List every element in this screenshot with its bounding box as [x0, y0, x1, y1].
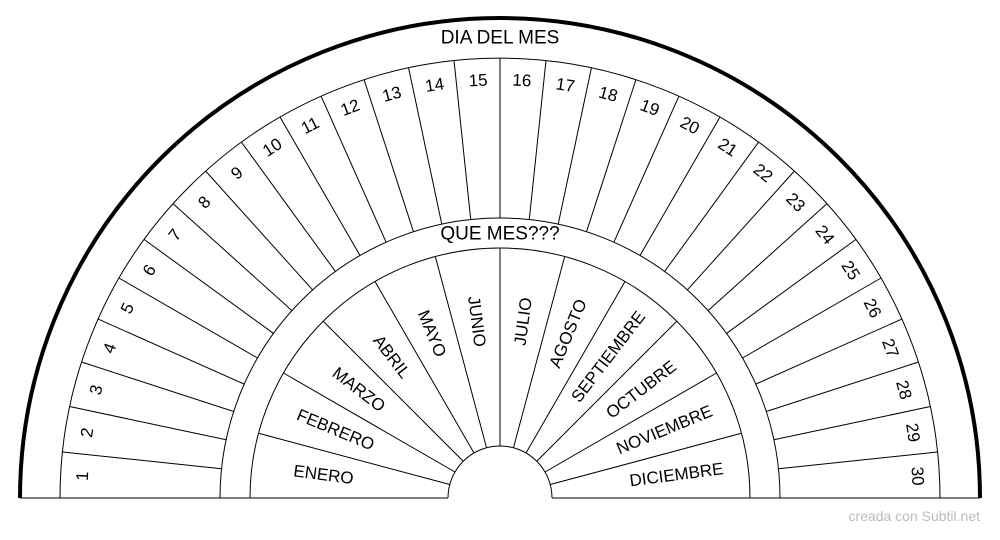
day-divider [97, 318, 245, 385]
day-label: 17 [555, 74, 577, 96]
month-label: OCTUBRE [602, 357, 680, 423]
day-label: 27 [878, 336, 903, 360]
month-divider [434, 256, 488, 448]
day-label: 23 [782, 189, 809, 216]
day-divider [62, 451, 222, 470]
day-divider [363, 79, 414, 232]
day-divider [205, 170, 314, 291]
day-label: 21 [715, 134, 741, 160]
month-divider [550, 432, 742, 486]
day-divider [81, 361, 234, 412]
day-divider [453, 60, 472, 220]
day-label: 9 [227, 163, 246, 184]
outer-title: DIA DEL MES [441, 28, 560, 49]
month-divider [544, 372, 717, 473]
day-label: 24 [812, 222, 839, 249]
hub-arc [447, 445, 553, 499]
day-divider [686, 170, 795, 291]
day-divider [320, 95, 387, 243]
day-label: 4 [99, 340, 120, 356]
day-label: 13 [380, 83, 403, 106]
day-divider [279, 116, 361, 256]
day-label: 18 [597, 83, 620, 106]
day-divider [726, 238, 857, 334]
month-label: MARZO [329, 363, 389, 415]
day-label: 12 [338, 96, 362, 121]
month-divider [512, 256, 566, 448]
day-label: 30 [907, 466, 927, 486]
day-label: 20 [677, 113, 702, 139]
day-divider [557, 67, 592, 225]
day-label: 8 [194, 192, 214, 212]
day-label: 15 [468, 71, 488, 91]
day-label: 29 [902, 422, 924, 444]
day-divider [664, 141, 760, 272]
day-label: 2 [77, 426, 97, 438]
day-divider [707, 203, 828, 312]
inner-title: QUE MES??? [440, 224, 559, 245]
day-divider [766, 361, 919, 412]
day-label: 22 [750, 160, 777, 187]
day-divider [586, 79, 637, 232]
month-divider [536, 320, 678, 462]
day-divider [613, 95, 680, 243]
day-label: 7 [165, 225, 186, 244]
day-divider [528, 60, 547, 220]
month-divider [525, 281, 626, 454]
day-divider [143, 238, 274, 334]
day-label: 1 [73, 471, 92, 481]
day-divider [240, 141, 336, 272]
month-divider [258, 432, 450, 486]
day-label: 5 [117, 300, 138, 317]
month-label: ENERO [292, 461, 354, 488]
month-label: MAYO [414, 307, 450, 359]
day-divider [778, 451, 938, 470]
day-divider [755, 318, 903, 385]
day-divider [742, 277, 882, 359]
day-label: 28 [892, 378, 915, 401]
day-label: 11 [298, 113, 322, 138]
day-divider [639, 116, 721, 256]
day-label: 26 [860, 295, 886, 320]
day-divider [408, 67, 443, 225]
month-label: AGOSTO [545, 296, 590, 370]
credit-text: creada con Subtil.net [848, 508, 980, 524]
chart-lines [18, 16, 982, 499]
month-label: DICIEMBRE [628, 459, 724, 490]
day-label: 14 [424, 74, 446, 96]
month-divider [283, 372, 456, 473]
day-divider [69, 406, 227, 441]
day-divider [172, 203, 293, 312]
month-divider [374, 281, 475, 454]
day-divider [118, 277, 258, 359]
day-divider [773, 406, 931, 441]
day-label: 6 [139, 261, 160, 279]
month-label: JUNIO [464, 295, 489, 348]
outer-arc [18, 16, 982, 499]
month-label: FEBRERO [294, 405, 377, 454]
day-label: 10 [259, 134, 285, 160]
month-divider [322, 320, 464, 462]
day-label: 19 [638, 96, 662, 121]
day-label: 3 [86, 383, 107, 397]
day-label: 25 [837, 257, 863, 283]
day-label: 16 [512, 71, 532, 91]
month-label: JULIO [511, 296, 536, 346]
